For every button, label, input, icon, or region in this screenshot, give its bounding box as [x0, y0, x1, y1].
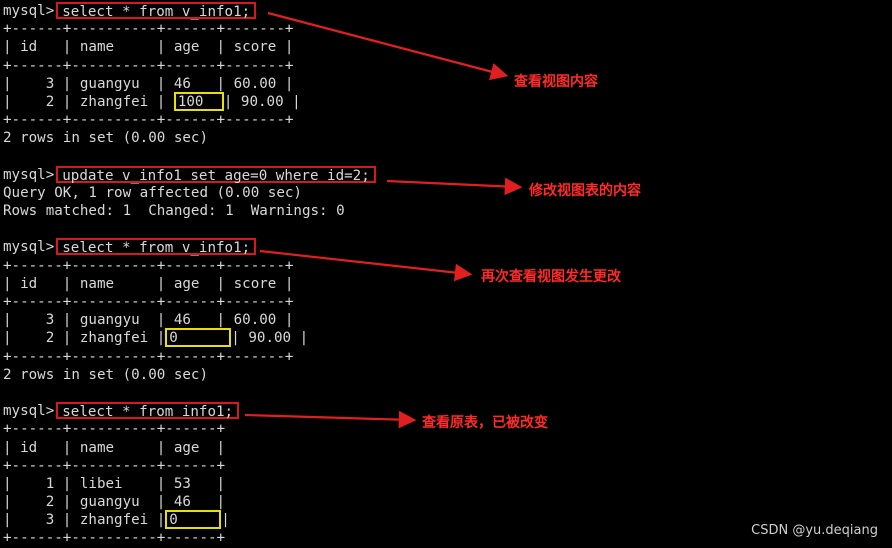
result-line: Query OK, 1 row affected (0.00 sec): [3, 184, 302, 201]
table-row: | 2 | guangyu | 46 |: [3, 494, 226, 511]
highlight-box: 0: [165, 328, 232, 348]
annotation-view-content: 查看视图内容: [514, 74, 598, 90]
table-border: +------+----------+------+-------+: [3, 112, 294, 129]
table-row: | 3 | guangyu | 46 | 60.00 |: [3, 75, 294, 92]
table-row: | 3 | guangyu | 46 | 60.00 |: [3, 312, 294, 329]
prompt-line: mysql>select * from v_info1;: [3, 238, 703, 256]
prompt: mysql>: [3, 166, 55, 183]
table-header: | id | name | age | score |: [3, 275, 294, 292]
prompt: mysql>: [3, 403, 55, 420]
watermark: CSDN @yu.deqiang: [751, 523, 878, 538]
highlight-box: 100: [173, 91, 224, 111]
prompt: mysql>: [3, 3, 55, 19]
command-box: update v_info1 set age=0 where id=2;: [56, 165, 376, 184]
table-header: | id | name | age | score |: [3, 39, 294, 56]
table-border: +------+----------+------+: [3, 457, 226, 474]
prompt-line: mysql>update v_info1 set age=0 where id=…: [3, 165, 703, 184]
annotation-modify-view: 修改视图表的内容: [529, 183, 641, 199]
table-row: | 2 | zhangfei |0| 90.00 |: [3, 328, 309, 348]
table-border: +------+----------+------+-------+: [3, 57, 294, 74]
table-border: +------+----------+------+: [3, 530, 226, 547]
command-box: select * from info1;: [56, 402, 240, 420]
prompt-line: mysql>select * from info1;: [3, 402, 703, 420]
table-border: +------+----------+------+-------+: [3, 21, 294, 38]
table-row: | 1 | libei | 53 |: [3, 475, 226, 492]
table-row: | 3 | zhangfei |0|: [3, 510, 230, 530]
table-border: +------+----------+------+: [3, 421, 226, 438]
table-row: | 2 | zhangfei | 100| 90.00 |: [3, 91, 301, 111]
annotation-view-changed: 再次查看视图发生更改: [481, 269, 621, 285]
command-box: select * from v_info1;: [56, 2, 257, 20]
result-summary: 2 rows in set (0.00 sec): [3, 366, 208, 383]
command-box: select * from v_info1;: [56, 238, 257, 256]
table-border: +------+----------+------+-------+: [3, 294, 294, 310]
prompt-line: mysql>select * from v_info1;: [3, 2, 703, 20]
table-border: +------+----------+------+-------+: [3, 257, 294, 274]
terminal-output[interactable]: mysql>select * from v_info1; +------+---…: [3, 2, 703, 548]
result-line: Rows matched: 1 Changed: 1 Warnings: 0: [3, 203, 345, 220]
table-header: | id | name | age |: [3, 439, 226, 456]
highlight-box: 0: [165, 510, 222, 530]
prompt: mysql>: [3, 239, 55, 256]
result-summary: 2 rows in set (0.00 sec): [3, 130, 208, 147]
annotation-source-changed: 查看原表，已被改变: [422, 415, 548, 431]
table-border: +------+----------+------+-------+: [3, 348, 294, 365]
